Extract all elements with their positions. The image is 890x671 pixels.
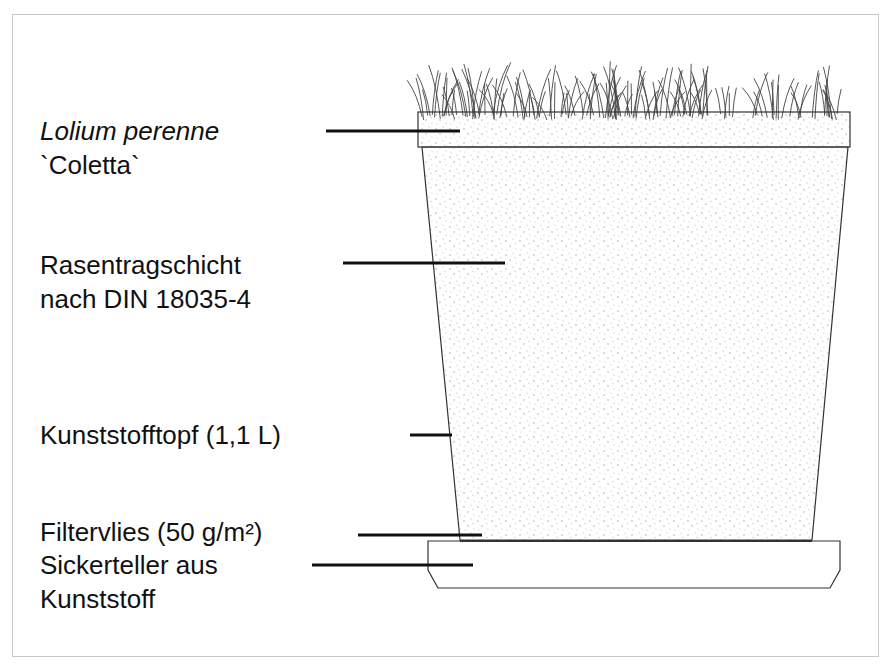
grass-blade — [691, 71, 701, 115]
grass-blade — [703, 68, 708, 116]
grass-blade — [825, 66, 830, 116]
grass-blade — [742, 88, 757, 115]
grass-blade — [452, 68, 463, 116]
grass-blade — [587, 84, 600, 116]
grass-blade — [593, 74, 600, 118]
saucer-label: Sickerteller aus Kunststoff — [40, 548, 308, 616]
grass-blade — [679, 68, 691, 117]
grass-blade — [452, 88, 457, 115]
fleece-label: Filtervlies (50 g/m²) — [40, 515, 370, 549]
pot-rim — [418, 112, 850, 147]
frame — [13, 15, 879, 657]
grass-blade — [479, 90, 493, 115]
grass-blade — [716, 88, 721, 114]
grass-blade — [468, 68, 475, 119]
grass-blade — [790, 82, 799, 116]
grass-blade — [493, 65, 508, 114]
leader-line — [343, 262, 505, 265]
grass-blade — [452, 90, 455, 115]
leader-line — [358, 534, 482, 537]
grass-blade — [703, 66, 708, 117]
grass-blade — [529, 84, 539, 116]
grass-blade — [612, 69, 619, 116]
grass-blade — [675, 71, 681, 115]
saucer — [428, 541, 840, 588]
leader-line — [410, 434, 452, 437]
layer-label: Rasentragschicht nach DIN 18035-4 — [40, 248, 272, 316]
pot-label: Kunststofftopf (1,1 L) — [40, 418, 410, 452]
grass-blade — [550, 65, 556, 116]
grass-blade — [819, 82, 825, 114]
grass-blade — [755, 72, 768, 115]
grass-blade — [837, 89, 841, 114]
saucer-inner — [460, 540, 812, 542]
grass-blade — [429, 65, 441, 119]
grass-blade — [516, 77, 525, 117]
pot-body — [422, 147, 848, 540]
species-label: Lolium perenne — [40, 114, 330, 148]
grass-blade — [666, 68, 673, 119]
grass-blade — [565, 86, 575, 116]
leader-line — [312, 564, 473, 567]
grass-blade — [417, 74, 430, 116]
grass-blade — [812, 70, 818, 117]
leader-line — [326, 130, 460, 133]
grass — [407, 61, 841, 120]
grass-blade — [507, 76, 518, 118]
grass-blade — [631, 83, 632, 114]
grass-blade — [556, 71, 566, 115]
cultivar-label: `Coletta` — [40, 148, 330, 182]
grass-blade — [446, 78, 448, 116]
grass-blade — [484, 84, 485, 115]
grass-blade — [627, 81, 628, 116]
grass-blade — [690, 64, 691, 115]
